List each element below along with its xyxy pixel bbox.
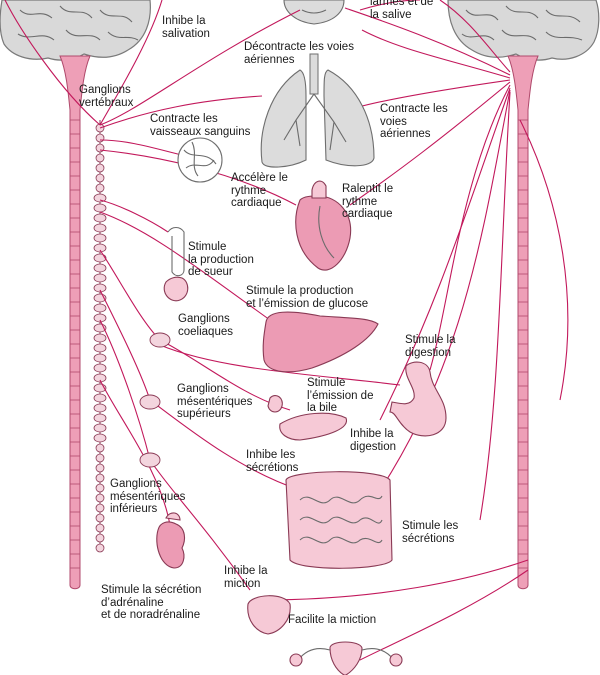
label-contracte-voies: Contracte les voies aériennes bbox=[380, 103, 448, 140]
label-inhibe-salivation: Inhibe la salivation bbox=[162, 15, 210, 40]
vertebral-ganglion bbox=[93, 273, 107, 283]
stomach-organ bbox=[389, 361, 447, 437]
vertebral-ganglion bbox=[95, 543, 105, 553]
vertebral-ganglion bbox=[95, 503, 105, 513]
label-inhibe-digestion: Inhibe la digestion bbox=[350, 428, 397, 453]
vertebral-ganglion bbox=[93, 263, 107, 273]
vertebral-ganglion bbox=[93, 313, 107, 323]
superior-mesenteric-ganglia bbox=[139, 394, 161, 410]
vertebral-ganglion bbox=[95, 473, 105, 483]
right-brain bbox=[447, 0, 600, 61]
label-inhibe-miction: Inhibe la miction bbox=[224, 565, 268, 590]
label-stimule-sueur: Stimule la production de sueur bbox=[188, 241, 254, 278]
label-ganglions-mesent-sup: Ganglions mésentériques supérieurs bbox=[177, 383, 253, 420]
vertebral-ganglion bbox=[95, 513, 105, 523]
vertebral-ganglion bbox=[95, 443, 105, 453]
liver-organ bbox=[262, 311, 379, 373]
vertebral-ganglion bbox=[93, 413, 107, 423]
vertebral-ganglion bbox=[93, 253, 107, 263]
head bbox=[283, 0, 345, 25]
vertebral-ganglion bbox=[93, 423, 107, 433]
label-ganglions-coeliaques: Ganglions coeliaques bbox=[178, 313, 233, 338]
left-spinal-cord bbox=[59, 55, 91, 590]
vertebral-ganglion bbox=[93, 343, 107, 353]
label-stimule-bile: Stimule l’émission de la bile bbox=[307, 377, 374, 414]
label-stimule-secretions: Stimule les sécrétions bbox=[402, 520, 459, 545]
vertebral-ganglion bbox=[93, 353, 107, 363]
vertebral-ganglion bbox=[93, 373, 107, 383]
label-inhibe-secretions: Inhibe les sécrétions bbox=[246, 449, 299, 474]
label-larmes-salive: larmes et de la salive bbox=[370, 0, 434, 21]
pancreas-organ bbox=[267, 395, 347, 441]
parasympathetic-nerves bbox=[259, 0, 569, 661]
vertebral-ganglion bbox=[93, 243, 107, 253]
vertebral-ganglion bbox=[95, 163, 105, 173]
label-ganglions-vertebraux: Ganglions vertébraux bbox=[79, 84, 134, 109]
label-facilite-miction: Facilite la miction bbox=[288, 614, 377, 626]
label-ralentit-rythme: Ralentit le rythme cardiaque bbox=[342, 183, 394, 220]
sympathetic-nerves bbox=[4, 0, 401, 591]
vertebral-ganglion bbox=[93, 233, 107, 243]
vertebral-ganglion bbox=[95, 153, 105, 163]
label-accelere-rythme: Accélère le rythme cardiaque bbox=[231, 172, 288, 209]
vertebral-ganglion bbox=[95, 183, 105, 193]
vertebral-ganglion bbox=[93, 433, 107, 443]
sweat-gland-organ bbox=[163, 226, 189, 302]
label-stimule-digestion: Stimule la digestion bbox=[405, 334, 456, 359]
kidney-organ bbox=[156, 512, 186, 569]
vertebral-ganglion bbox=[93, 303, 107, 313]
vertebral-ganglion bbox=[93, 403, 107, 413]
reproductive-organ bbox=[289, 641, 403, 675]
vertebral-ganglion bbox=[95, 453, 105, 463]
vertebral-ganglion bbox=[95, 533, 105, 543]
intestines-organ bbox=[285, 471, 393, 569]
vertebral-ganglion bbox=[93, 213, 107, 223]
vertebral-ganglion bbox=[93, 283, 107, 293]
vertebral-ganglion bbox=[93, 333, 107, 343]
label-decontracte-voies: Décontracte les voies aériennes bbox=[244, 41, 354, 66]
blood-vessels-organ bbox=[177, 137, 223, 183]
vertebral-ganglion bbox=[95, 523, 105, 533]
vertebral-ganglion bbox=[95, 173, 105, 183]
inferior-mesenteric-ganglia bbox=[139, 452, 161, 468]
sympathetic-chain bbox=[93, 120, 107, 553]
label-ganglions-mesent-inf: Ganglions mésentériques inférieurs bbox=[110, 478, 186, 515]
coeliac-ganglia bbox=[149, 332, 171, 348]
right-spinal-cord bbox=[507, 55, 539, 590]
label-stimule-glucose: Stimule la production et l’émission de g… bbox=[246, 285, 369, 310]
vertebral-ganglion bbox=[93, 193, 107, 203]
heart-organ bbox=[295, 180, 352, 271]
vertebral-ganglion bbox=[93, 363, 107, 373]
bladder-organ bbox=[247, 595, 291, 635]
lungs-organ bbox=[260, 53, 375, 168]
label-stimule-adrenaline: Stimule la sécrétion d’adrénaline et de … bbox=[101, 584, 202, 621]
vertebral-ganglion bbox=[95, 483, 105, 493]
vertebral-ganglion bbox=[93, 393, 107, 403]
vertebral-ganglion bbox=[93, 223, 107, 233]
vertebral-ganglion bbox=[95, 463, 105, 473]
label-contracte-vaisseaux: Contracte les vaisseaux sanguins bbox=[150, 113, 251, 138]
vertebral-ganglion bbox=[93, 203, 107, 213]
vertebral-ganglion bbox=[95, 133, 105, 143]
vertebral-ganglion bbox=[95, 493, 105, 503]
